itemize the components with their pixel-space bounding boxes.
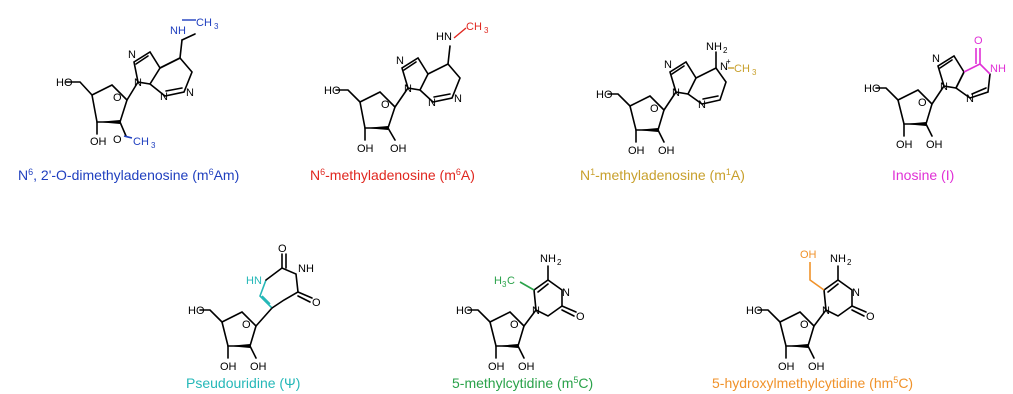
atom-ho: HO [188, 305, 205, 317]
atom-n7: N [128, 49, 136, 61]
atom-oh: OH [90, 136, 107, 148]
caption-m6Am: N6, 2'-O-dimethyladenosine (m6Am) [18, 167, 239, 183]
atom-n3: N [428, 97, 436, 109]
atom-h3c-h: H [494, 275, 502, 287]
atom-h3c-3: 3 [502, 280, 507, 289]
atom-sub3: 3 [752, 68, 757, 77]
atom-n1: N [186, 87, 194, 99]
atom-sub3: 3 [214, 22, 219, 31]
atom-ring-o: O [510, 319, 519, 331]
atom-ring-o: O [113, 92, 122, 104]
atom-nh2-sub: 2 [847, 258, 852, 267]
structure-hm5C: HO OH OH O N N O NH 2 OH [746, 249, 875, 373]
atom-h3c-c: C [507, 275, 515, 287]
atom-nh2-sub: 2 [723, 46, 728, 55]
atom-n1: N [532, 305, 540, 317]
atom-oh-hydroxyl: OH [800, 249, 817, 261]
atom-hn: HN [436, 31, 452, 43]
structure-m1A: HO OH OH O N N N N NH 2 + CH 3 [596, 41, 757, 157]
atom-n9: N [672, 87, 680, 99]
atom-n3: N [562, 287, 570, 299]
atom-n1: N [454, 93, 462, 105]
structure-m6A: HO OH OH O N N N N HN CH 3 [324, 21, 489, 155]
atom-n9: N [404, 83, 412, 95]
atom-ho: HO [56, 77, 73, 89]
atom-oh2: OH [926, 139, 943, 151]
atom-o: O [113, 134, 122, 146]
atom-n1: N [822, 305, 830, 317]
atom-n3: N [698, 99, 706, 111]
atom-nh: NH [170, 25, 186, 37]
atom-ho: HO [324, 85, 341, 97]
atom-oh2: OH [250, 361, 267, 373]
atom-o: O [576, 311, 585, 323]
atom-hn: HN [246, 275, 262, 287]
atom-n9: N [134, 77, 142, 89]
atom-n9: N [940, 81, 948, 93]
structure-m5C: HO OH OH O N N O NH 2 H 3 C [456, 253, 585, 373]
atom-ch3: CH [196, 17, 212, 29]
atom-oh2: OH [658, 145, 675, 157]
atom-oh: OH [896, 139, 913, 151]
atom-nh2: NH [706, 41, 722, 53]
atom-o: O [278, 243, 287, 255]
atom-carbonyl-o: O [974, 35, 983, 47]
atom-nh: NH [990, 63, 1006, 75]
atom-n7: N [932, 53, 940, 65]
atom-ome-sub: 3 [151, 141, 156, 150]
atom-ring-o: O [381, 99, 390, 111]
caption-m6A: N6-methyladenosine (m6A) [310, 167, 475, 183]
atom-nh2: NH [540, 253, 556, 265]
atom-n3: N [966, 93, 974, 105]
atom-oh: OH [220, 361, 237, 373]
atom-nh2-sub: 2 [557, 258, 562, 267]
atom-oh: OH [488, 361, 505, 373]
structure-pseudouridine: HO OH OH O HN O NH O [188, 243, 321, 373]
atom-oh2: OH [390, 143, 407, 155]
atom-ch3: CH [466, 21, 482, 33]
caption-pseudouridine: Pseudouridine (Ψ) [186, 375, 300, 391]
atom-n3: N [852, 287, 860, 299]
atom-o2: O [312, 297, 321, 309]
caption-m1A: N1-methyladenosine (m1A) [580, 167, 745, 183]
atom-oh2: OH [518, 361, 535, 373]
atom-ho: HO [864, 83, 881, 95]
atom-ch3: CH [734, 63, 750, 75]
atom-ring-o: O [242, 319, 251, 331]
atom-plus: + [726, 57, 731, 66]
atom-n7: N [664, 59, 672, 71]
atom-nh2: NH [830, 253, 846, 265]
atom-oh: OH [778, 361, 795, 373]
atom-ring-o: O [650, 103, 659, 115]
atom-oh: OH [628, 145, 645, 157]
atom-n7: N [396, 55, 404, 67]
atom-nh: NH [298, 263, 314, 275]
caption-m5C: 5-methylcytidine (m5C) [452, 375, 593, 391]
atom-o: O [866, 311, 875, 323]
atom-n1: N [720, 61, 728, 73]
atom-ho: HO [596, 89, 613, 101]
atom-ho: HO [746, 305, 763, 317]
atom-oh2: OH [808, 361, 825, 373]
structure-m6Am: HO OH O O N N N N NH CH 3 CH 3 [56, 17, 219, 150]
atom-ring-o: O [800, 319, 809, 331]
caption-hm5C: 5-hydroxylmethylcytidine (hm5C) [712, 375, 913, 391]
atom-oh: OH [357, 143, 374, 155]
atom-n3: N [160, 91, 168, 103]
caption-inosine: Inosine (I) [892, 167, 954, 183]
structure-inosine: HO OH OH O N N N O NH [864, 35, 1006, 151]
atom-ho: HO [456, 305, 473, 317]
atom-ome: CH [133, 136, 149, 148]
atom-sub3: 3 [484, 26, 489, 35]
atom-ring-o: O [918, 97, 927, 109]
